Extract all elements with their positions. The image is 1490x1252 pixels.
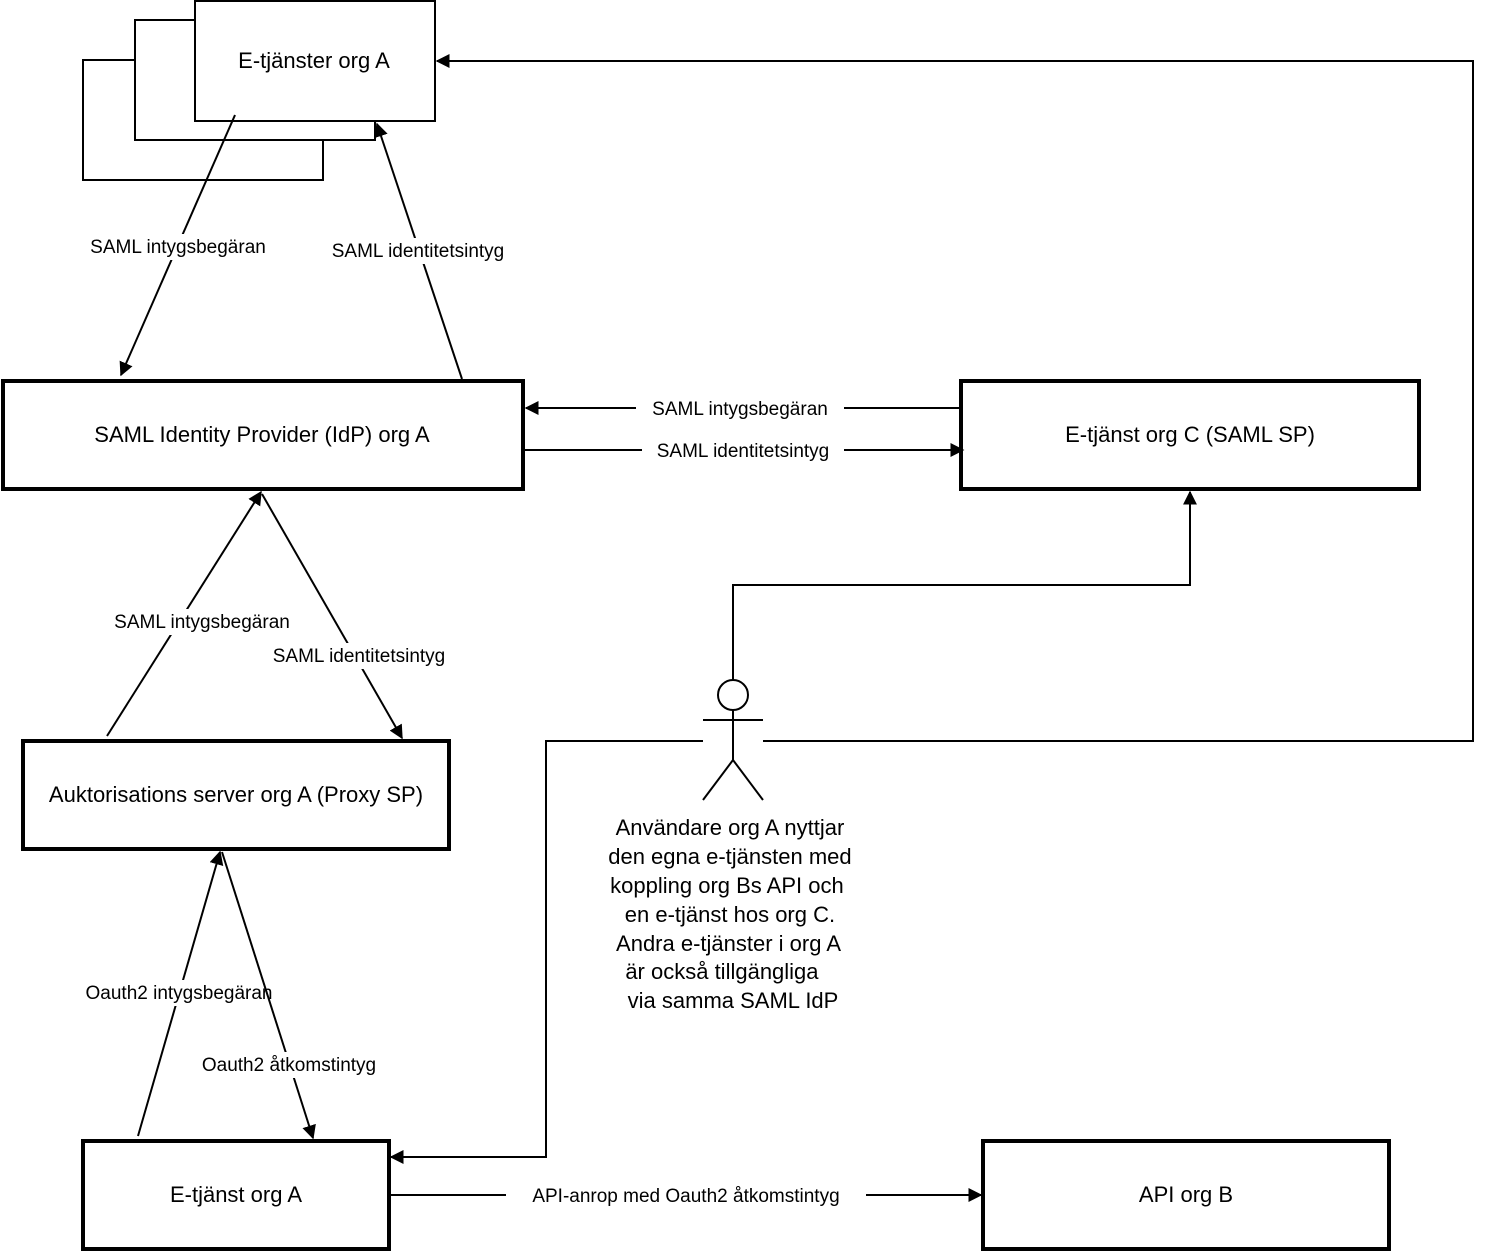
etjanst-org-a-box[interactable]: E-tjänst org A <box>81 1139 391 1251</box>
api-org-b-label: API org B <box>1139 1182 1233 1207</box>
etjanst-org-a-label: E-tjänst org A <box>170 1182 302 1207</box>
edge-label-saml-request-proxy: SAML intygsbegäran <box>114 612 290 633</box>
edge-label-saml-assertion-1: SAML identitetsintyg <box>332 241 505 262</box>
actor-caption-line: koppling org Bs API och <box>610 873 844 898</box>
edge-actor-to-etjanst-a <box>389 740 703 1164</box>
edge-actor-to-etjanster <box>435 54 1474 742</box>
edge-label-saml-assertion-c: SAML identitetsintyg <box>657 441 830 462</box>
edge-actor-to-org-c <box>732 490 1197 680</box>
edge-label-saml-request-1: SAML intygsbegäran <box>90 237 266 258</box>
actor-caption: Användare org A nyttjar den egna e-tjäns… <box>608 815 858 1013</box>
edge-label-oauth2-request: Oauth2 intygsbegäran <box>86 983 273 1004</box>
actor-caption-line: är också tillgängliga <box>625 959 819 984</box>
edge-label-saml-request-c: SAML intygsbegäran <box>652 399 828 420</box>
saml-idp-box[interactable]: SAML Identity Provider (IdP) org A <box>1 379 525 491</box>
auth-server-label: Auktorisations server org A (Proxy SP) <box>49 782 423 807</box>
etjanst-org-c-label: E-tjänst org C (SAML SP) <box>1065 422 1315 447</box>
actor-caption-line: en e-tjänst hos org C. <box>625 902 835 927</box>
etjanst-org-c-box[interactable]: E-tjänst org C (SAML SP) <box>959 379 1421 491</box>
user-actor-icon[interactable] <box>702 679 764 801</box>
etjanster-org-a-stack[interactable]: E-tjänster org A <box>82 0 436 181</box>
api-org-b-box[interactable]: API org B <box>981 1139 1391 1251</box>
actor-caption-line: via samma SAML IdP <box>628 988 839 1013</box>
edge-label-oauth2-token: Oauth2 åtkomstintyg <box>202 1055 376 1076</box>
etjanster-org-a-label: E-tjänster org A <box>238 48 390 73</box>
edge-saml-assertion-proxy <box>261 493 403 740</box>
actor-caption-line: Användare org A nyttjar <box>616 815 845 840</box>
actor-caption-line: Andra e-tjänster i org A <box>616 931 841 956</box>
actor-caption-line: den egna e-tjänsten med <box>608 844 851 869</box>
edge-label-api-call: API-anrop med Oauth2 åtkomstintyg <box>532 1186 839 1207</box>
edge-label-saml-assertion-proxy: SAML identitetsintyg <box>273 646 446 667</box>
saml-idp-label: SAML Identity Provider (IdP) org A <box>94 422 430 447</box>
auth-server-box[interactable]: Auktorisations server org A (Proxy SP) <box>21 739 451 851</box>
stack-layer-front <box>194 0 436 122</box>
edge-oauth2-token <box>221 851 316 1140</box>
